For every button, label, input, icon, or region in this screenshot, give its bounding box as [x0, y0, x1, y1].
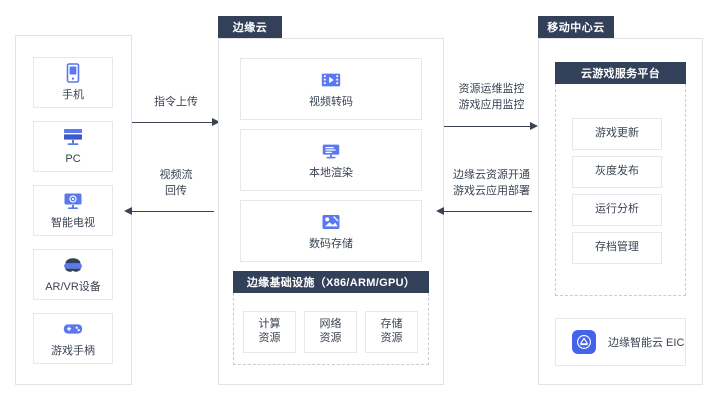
cloud-game-platform-title-bar: 云游戏服务平台 [555, 62, 686, 84]
vr-headset-icon [62, 254, 84, 276]
gamepad-icon [62, 318, 84, 340]
smart-tv-icon [62, 190, 84, 212]
cloud-game-platform-container [555, 84, 686, 296]
arrow-label-command-upload: 指令上传 [132, 95, 220, 111]
cloud-platform-item-runtime-analysis[interactable]: 运行分析 [572, 194, 662, 226]
panel-tab-mobile-center-cloud: 移动中心云 [538, 16, 614, 38]
cloud-platform-item-label: 运行分析 [595, 203, 639, 216]
edge-resource-card-compute[interactable]: 计算 资源 [243, 311, 296, 353]
terminal-label: AR/VR设备 [45, 281, 101, 294]
arrow-line-resource-provisioning [444, 211, 532, 212]
arrow-label-line2: 游戏应用监控 [458, 98, 525, 111]
mobile-phone-icon [62, 62, 84, 84]
arrow-label-video-stream: 视频流 回传 [132, 168, 220, 200]
edge-service-label: 本地渲染 [309, 166, 353, 179]
edge-resource-card-network[interactable]: 网络 资源 [304, 311, 357, 353]
panel-tab-label: 移动中心云 [547, 22, 605, 34]
terminal-card-pc[interactable]: PC [33, 121, 113, 172]
terminal-label: 手机 [62, 89, 84, 102]
edge-service-card-local-render[interactable]: 本地渲染 [240, 129, 422, 191]
arrow-label-line2: 回传 [165, 184, 187, 197]
film-strip-play-icon [320, 69, 342, 91]
arrow-line-command-upload [132, 122, 214, 123]
terminal-label: PC [65, 153, 81, 166]
edge-resource-label: 计算 资源 [258, 318, 281, 344]
edge-infrastructure-title-bar: 边缘基础设施（X86/ARM/GPU） [233, 271, 429, 293]
eic-cloud-icon [572, 330, 596, 354]
panel-tab-edge-cloud: 边缘云 [218, 16, 282, 38]
arrow-head-video-stream [124, 206, 132, 215]
cloud-platform-item-save-management[interactable]: 存档管理 [572, 232, 662, 264]
cloud-game-platform-title: 云游戏服务平台 [580, 68, 661, 80]
arrow-label-line2: 游戏云应用部署 [453, 184, 530, 197]
edge-service-label: 数码存储 [309, 237, 353, 250]
arrow-label-line1: 视频流 [159, 169, 193, 181]
edge-infrastructure-title: 边缘基础设施（X86/ARM/GPU） [246, 277, 416, 289]
panel-tab-label: 边缘云 [232, 22, 268, 34]
cloud-platform-item-label: 存档管理 [595, 241, 639, 254]
edge-service-card-digital-storage[interactable]: 数码存储 [240, 200, 422, 262]
desktop-monitor-icon [62, 126, 84, 148]
eic-card[interactable]: 边缘智能云 EIC [555, 318, 686, 366]
edge-resource-label: 存储 资源 [380, 318, 403, 344]
terminal-card-gamepad[interactable]: 游戏手柄 [33, 313, 113, 364]
terminal-label: 游戏手柄 [51, 345, 95, 358]
monitor-render-icon [320, 140, 342, 162]
arrow-label-resource-monitoring: 资源运维监控 游戏应用监控 [444, 82, 539, 114]
terminal-card-ar-vr[interactable]: AR/VR设备 [33, 249, 113, 300]
cloud-platform-item-label: 灰度发布 [595, 165, 639, 178]
arrow-line-video-stream [132, 211, 214, 212]
cloud-platform-item-gray-release[interactable]: 灰度发布 [572, 156, 662, 188]
terminal-card-mobile-phone[interactable]: 手机 [33, 57, 113, 108]
edge-resource-card-storage[interactable]: 存储 资源 [365, 311, 418, 353]
arrow-line-resource-monitoring [444, 126, 532, 127]
edge-service-card-video-transcode[interactable]: 视频转码 [240, 58, 422, 120]
terminal-card-smart-tv[interactable]: 智能电视 [33, 185, 113, 236]
arrow-label-line1: 边缘云资源开通 [453, 169, 530, 181]
edge-service-label: 视频转码 [309, 95, 353, 108]
cloud-platform-item-label: 游戏更新 [595, 127, 639, 140]
terminal-label: 智能电视 [51, 217, 95, 230]
edge-resource-label: 网络 资源 [319, 318, 342, 344]
arrow-head-resource-provisioning [436, 206, 444, 215]
arrow-head-resource-monitoring [530, 121, 538, 130]
arrow-label-resource-provisioning: 边缘云资源开通 游戏云应用部署 [444, 168, 539, 200]
arrow-head-command-upload [212, 117, 220, 126]
media-storage-icon [320, 211, 342, 233]
arrow-label-line1: 资源运维监控 [458, 83, 525, 95]
cloud-platform-item-game-update[interactable]: 游戏更新 [572, 118, 662, 150]
eic-label: 边缘智能云 EIC [608, 337, 685, 349]
arrow-label-line1: 指令上传 [154, 96, 198, 108]
